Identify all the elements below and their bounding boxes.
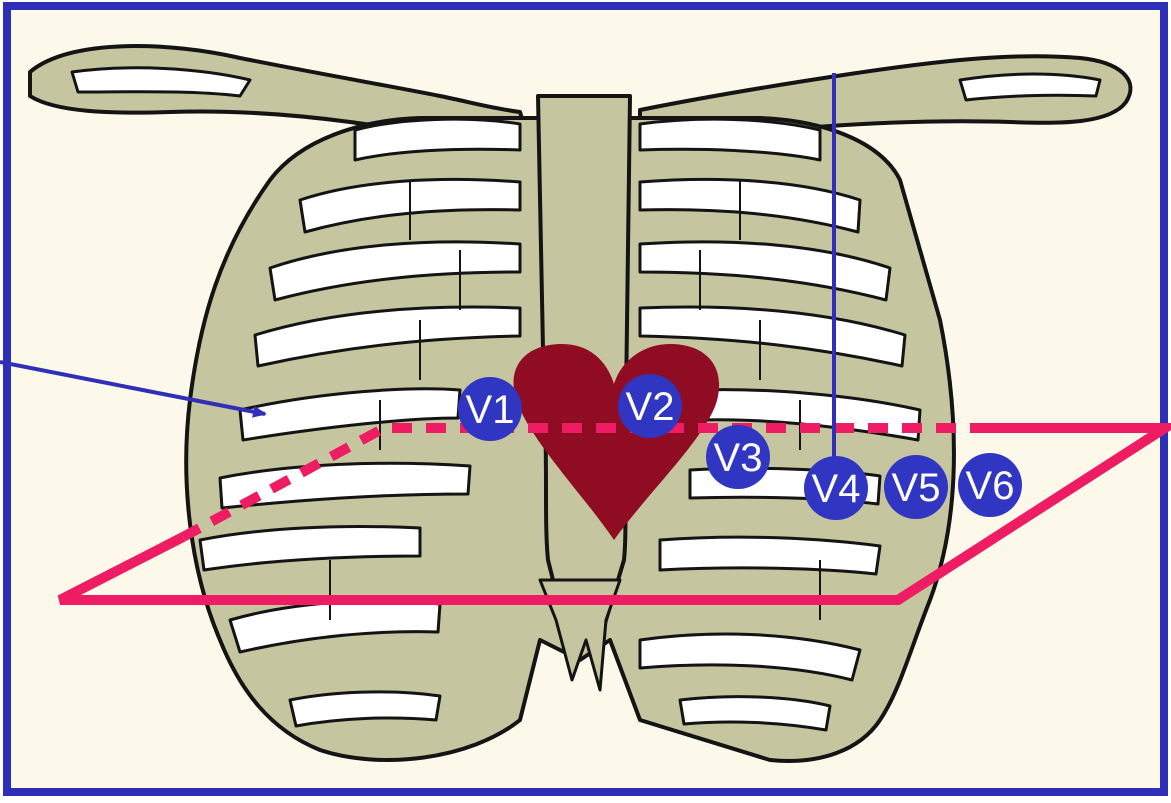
electrode-v1-label: V1: [466, 388, 515, 432]
electrode-v1: V1: [458, 377, 522, 441]
electrode-v3-label: V3: [714, 436, 763, 480]
electrode-v6-label: V6: [966, 464, 1015, 508]
electrode-v2-label: V2: [626, 385, 675, 429]
electrode-v3: V3: [706, 425, 770, 489]
electrode-v2: V2: [618, 374, 682, 438]
electrode-v6: V6: [958, 453, 1022, 517]
electrode-v5-label: V5: [892, 466, 941, 510]
clavicle-gap-left: [960, 74, 1100, 100]
electrode-v4-label: V4: [812, 467, 861, 511]
electrode-v4: V4: [804, 456, 868, 520]
electrode-v5: V5: [884, 455, 948, 519]
